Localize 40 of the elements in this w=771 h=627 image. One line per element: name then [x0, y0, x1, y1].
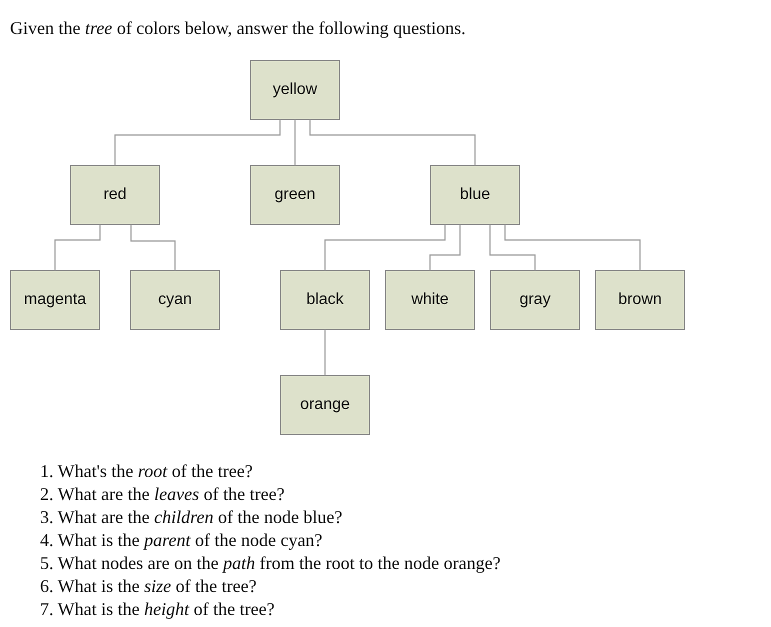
tree-node-box — [490, 270, 580, 330]
connector-line — [324, 225, 446, 270]
tree-node-box — [70, 165, 160, 225]
node-label: gray — [519, 290, 551, 310]
connector-line — [489, 225, 536, 270]
connector-line — [324, 330, 326, 375]
tree-node-box — [280, 375, 370, 435]
node-label: orange — [300, 395, 350, 415]
tree-node-box — [250, 60, 340, 120]
tree-node-box — [430, 165, 520, 225]
question-text: 4. What is the parent of the node cyan? — [40, 529, 324, 552]
tree-node-box — [385, 270, 475, 330]
question-text: 2. What are the leaves of the tree? — [40, 483, 286, 506]
node-label: cyan — [158, 290, 192, 310]
connector-line — [429, 225, 461, 270]
node-label: magenta — [24, 290, 86, 310]
connector-line — [114, 120, 281, 165]
question-text: 1. What's the root of the tree? — [40, 460, 254, 483]
node-label: blue — [460, 185, 490, 205]
question-text: 3. What are the children of the node blue? — [40, 506, 344, 529]
node-label: yellow — [272, 80, 318, 100]
instruction-text: Given the tree of colors below, answer the following questions. — [10, 17, 466, 40]
tree-node-box — [280, 270, 370, 330]
node-label: red — [103, 185, 127, 205]
connector-line — [294, 120, 296, 165]
node-label: white — [411, 290, 449, 310]
tree-node-box — [250, 165, 340, 225]
node-label: black — [306, 290, 344, 310]
connector-line — [309, 120, 476, 165]
connector-line — [504, 225, 641, 270]
node-label: green — [274, 185, 316, 205]
tree-node-box — [595, 270, 685, 330]
connector-line — [130, 225, 176, 270]
question-text: 7. What is the height of the tree? — [40, 598, 276, 621]
node-label: brown — [618, 290, 662, 310]
question-text: 5. What nodes are on the path from the root to the node orange? — [40, 552, 501, 575]
question-text: 6. What is the size of the tree? — [40, 575, 258, 598]
connector-line — [54, 225, 101, 270]
tree-node-box — [130, 270, 220, 330]
tree-node-box — [10, 270, 100, 330]
